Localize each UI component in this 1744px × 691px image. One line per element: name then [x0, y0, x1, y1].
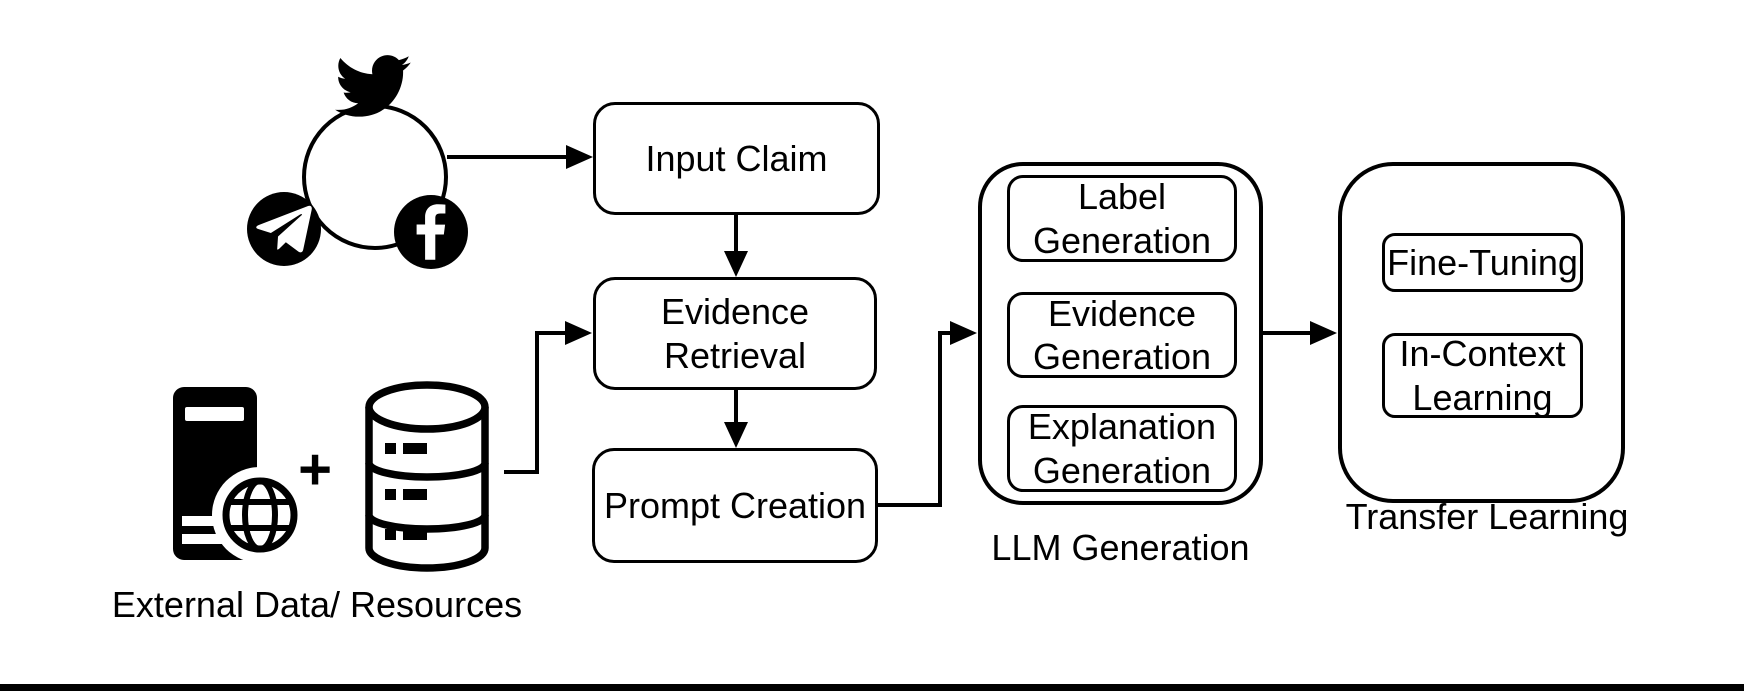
node-evidence-retrieval: Evidence Retrieval: [593, 277, 877, 390]
node-prompt-creation: Prompt Creation: [592, 448, 878, 563]
node-in-context-learning: In-Context Learning: [1382, 333, 1583, 418]
arrowhead-icon: [565, 321, 592, 345]
arrowhead-icon: [724, 251, 748, 277]
globe-icon: [212, 467, 308, 563]
bottom-border-bar: [0, 684, 1744, 691]
telegram-icon: [247, 192, 321, 266]
connector-prompt-creation-to-llm-generation: [878, 331, 952, 507]
connector-external-data-to-evidence-retrieval: [504, 331, 567, 474]
twitter-icon: [335, 55, 411, 117]
transfer-learning-container: [1338, 162, 1625, 503]
node-input-claim: Input Claim: [593, 102, 880, 215]
transfer-learning-caption: Transfer Learning: [1345, 496, 1629, 537]
arrowhead-icon: [566, 145, 593, 169]
arrowhead-icon: [724, 422, 748, 448]
node-label-generation: Label Generation: [1007, 175, 1237, 262]
arrowhead-icon: [1310, 321, 1337, 345]
database-icon: [365, 381, 489, 572]
node-fine-tuning: Fine-Tuning: [1382, 233, 1583, 292]
facebook-icon: [394, 195, 468, 269]
node-explanation-generation: Explanation Generation: [1007, 405, 1237, 492]
llm-generation-caption: LLM Generation: [991, 527, 1250, 568]
node-evidence-generation: Evidence Generation: [1007, 292, 1237, 378]
external-data-caption: External Data/ Resources: [111, 584, 523, 625]
arrowhead-icon: [950, 321, 977, 345]
web-server-icon: [173, 387, 308, 563]
plus-sign: +: [298, 436, 332, 502]
